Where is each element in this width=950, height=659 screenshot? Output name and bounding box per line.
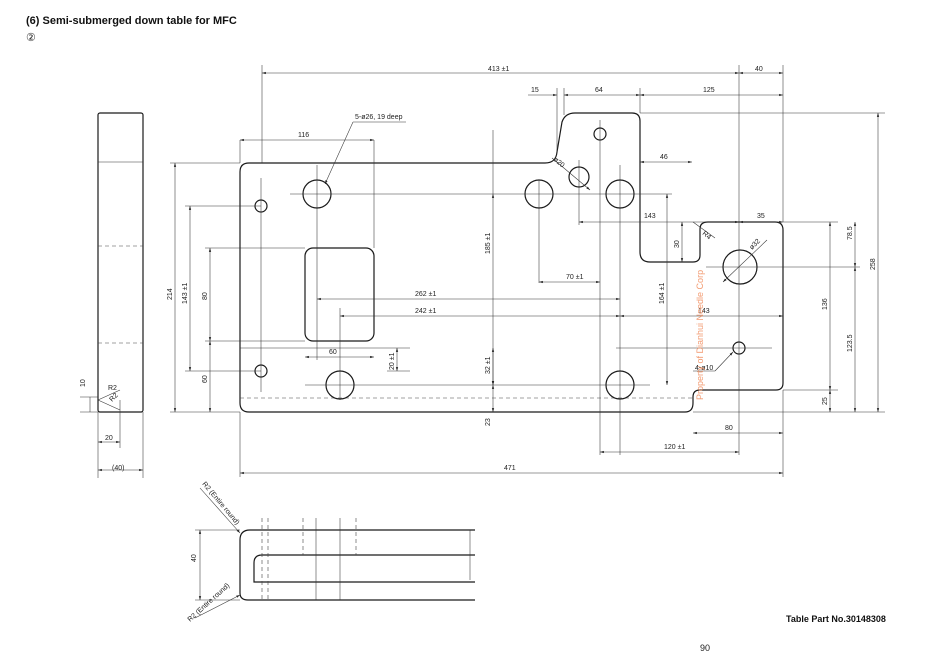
dim-116: 116 <box>298 132 309 139</box>
note-r2-a: R2 <box>108 385 117 392</box>
dim-78-5: 78.5 <box>847 226 854 240</box>
page-number: 90 <box>700 643 711 653</box>
dim-32: 32 ±1 <box>485 356 492 374</box>
note-holes-large: 5-ø26, 19 deep <box>355 114 403 121</box>
dim-25: 25 <box>822 397 829 405</box>
note-round-top: R2 (Entire round) <box>200 481 240 527</box>
dim-15: 15 <box>531 87 539 94</box>
page-title: (6) Semi-submerged down table for MFC <box>26 15 237 27</box>
dim-471: 471 <box>504 465 516 472</box>
dim-143-v: 143 ±1 <box>182 283 189 304</box>
dim-60-h: 60 <box>329 349 337 356</box>
dim-30: 30 <box>674 240 681 248</box>
note-hole-32: ø32 <box>748 238 762 252</box>
dim-136: 136 <box>822 298 829 310</box>
dim-side-width: (40) <box>112 465 124 472</box>
part-number: Table Part No.30148308 <box>786 614 886 624</box>
dim-35: 35 <box>757 213 765 220</box>
dim-258: 258 <box>870 258 877 270</box>
dim-164: 164 ±1 <box>659 283 666 304</box>
dim-side-20: 20 <box>105 435 113 442</box>
dim-125: 125 <box>703 87 715 94</box>
dim-60-v: 60 <box>202 375 209 383</box>
dim-242: 242 ±1 <box>415 308 436 315</box>
dim-64: 64 <box>595 87 603 94</box>
dim-20: 20 ±1 <box>389 352 396 370</box>
dim-40: 40 <box>755 66 763 73</box>
vertical-dimensions: 214 143 ±1 80 60 185 ±1 32 ±1 23 20 ±1 1… <box>167 112 885 426</box>
dim-143-top: 143 <box>644 213 656 220</box>
dim-214: 214 <box>167 288 174 300</box>
dim-section-40: 40 <box>191 554 198 562</box>
watermark: Property of Dianhui Needle Corp <box>695 270 705 400</box>
dim-185: 185 ±1 <box>485 233 492 254</box>
dim-413: 413 ±1 <box>488 66 509 73</box>
dim-262: 262 ±1 <box>415 291 436 298</box>
dim-side-10: 10 <box>80 379 87 387</box>
note-holes-small: 4-ø10 <box>695 365 713 372</box>
note-r4: R4 <box>701 230 712 241</box>
horizontal-dimensions: 413 ±1 40 15 64 125 116 46 143 35 70 ±1 … <box>240 66 783 475</box>
dim-143-mid: 143 <box>698 308 710 315</box>
side-view: (40) 20 10 R2 R2 <box>80 112 144 478</box>
dim-123-5: 123.5 <box>847 334 854 352</box>
sheet-number: ② <box>26 32 36 44</box>
dim-70: 70 ±1 <box>566 274 584 281</box>
dim-80-h: 80 <box>725 425 733 432</box>
dim-120: 120 ±1 <box>664 444 685 451</box>
plan-view <box>239 65 860 477</box>
dim-80-v: 80 <box>202 292 209 300</box>
note-r2-b: R2 <box>108 392 119 403</box>
section-view: 40 R2 (Entire round) R2 (Entire round) <box>187 481 475 623</box>
dim-23: 23 <box>485 418 492 426</box>
dim-46: 46 <box>660 154 668 161</box>
